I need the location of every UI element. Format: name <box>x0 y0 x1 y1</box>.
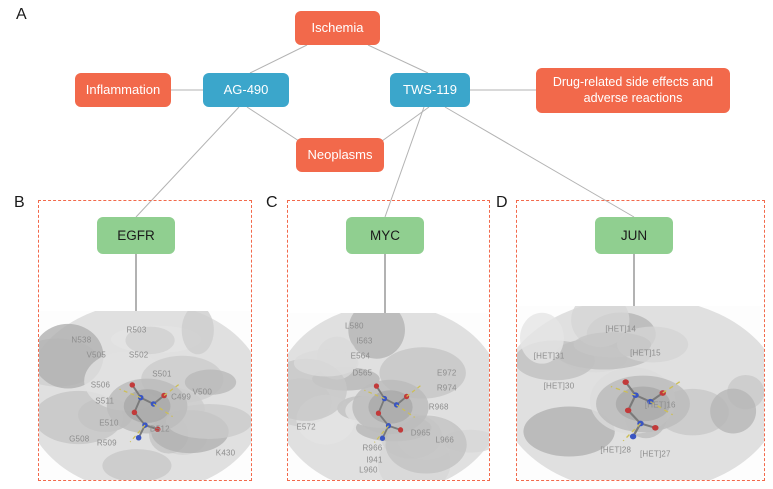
residue-label: L966 <box>435 435 455 445</box>
residue-label: D965 <box>410 428 431 438</box>
residue-label: C499 <box>171 392 191 402</box>
residue-label: E572 <box>296 422 316 432</box>
residue-label: [HET]15 <box>630 348 661 358</box>
gene-box-myc: MYC <box>346 217 424 254</box>
protein-surface-egfr <box>39 311 251 480</box>
panel-d-label: D <box>496 194 508 211</box>
residue-label: D512 <box>149 424 170 434</box>
residue-label: S506 <box>90 380 111 390</box>
residue-label: V500 <box>192 387 212 397</box>
residue-label: E564 <box>350 351 371 361</box>
residue-label: [HET]27 <box>639 449 671 459</box>
edge-tws119-myc <box>384 106 425 218</box>
residue-label: N538 <box>71 335 92 345</box>
edge-tws119-neoplasms <box>381 106 430 142</box>
residue-label: [HET]28 <box>600 445 632 455</box>
residue-label: [HET]16 <box>644 400 676 410</box>
residue-label: G508 <box>69 434 90 444</box>
node-side-effects: Drug-related side effects and adverse re… <box>536 68 730 113</box>
residue-label: E972 <box>437 368 457 378</box>
residue-label: V505 <box>86 350 106 360</box>
edge-ischemia-ag490 <box>249 44 308 74</box>
panel-c-box <box>287 200 490 481</box>
node-inflammation: Inflammation <box>75 73 171 107</box>
residue-label: S511 <box>95 396 115 406</box>
panel-a-label: A <box>16 6 27 23</box>
residue-label: [HET]14 <box>605 324 637 334</box>
node-ag490: AG-490 <box>203 73 289 107</box>
node-tws119: TWS-119 <box>390 73 470 107</box>
residue-label: I563 <box>356 336 373 346</box>
residue-label: R503 <box>126 325 147 335</box>
panel-d-box <box>516 200 765 481</box>
residue-label: L580 <box>345 321 364 331</box>
edge-ischemia-tws119 <box>367 44 429 74</box>
edge-tws119-jun <box>444 106 635 218</box>
gene-box-jun: JUN <box>595 217 673 254</box>
residue-label: E510 <box>99 418 119 428</box>
gene-box-egfr: EGFR <box>97 217 175 254</box>
panel-c-label: C <box>266 194 278 211</box>
residue-label: R968 <box>428 402 449 412</box>
residue-label: L960 <box>359 465 378 475</box>
node-neoplasms: Neoplasms <box>296 138 384 172</box>
residue-label: D565 <box>352 368 373 378</box>
residue-label: K430 <box>215 448 236 458</box>
residue-label: I941 <box>366 455 383 465</box>
panel-b-label: B <box>14 194 25 211</box>
edge-ag490-egfr <box>135 106 240 218</box>
residue-label: R509 <box>96 438 117 448</box>
residue-label: R966 <box>362 443 383 453</box>
residue-label: S501 <box>152 369 172 379</box>
edge-ag490-neoplasms <box>246 106 300 142</box>
node-ischemia: Ischemia <box>295 11 380 45</box>
protein-surface-jun <box>517 306 764 480</box>
residue-label: R974 <box>436 383 457 393</box>
residue-label: S502 <box>128 350 149 360</box>
residue-label: [HET]30 <box>543 381 575 391</box>
residue-label: [HET]31 <box>533 351 565 361</box>
protein-surface-myc <box>288 313 489 480</box>
molecule-render-jun: [HET]14 [HET]31 [HET]15 [HET]30 [HET]16 [HET]… <box>517 306 764 480</box>
